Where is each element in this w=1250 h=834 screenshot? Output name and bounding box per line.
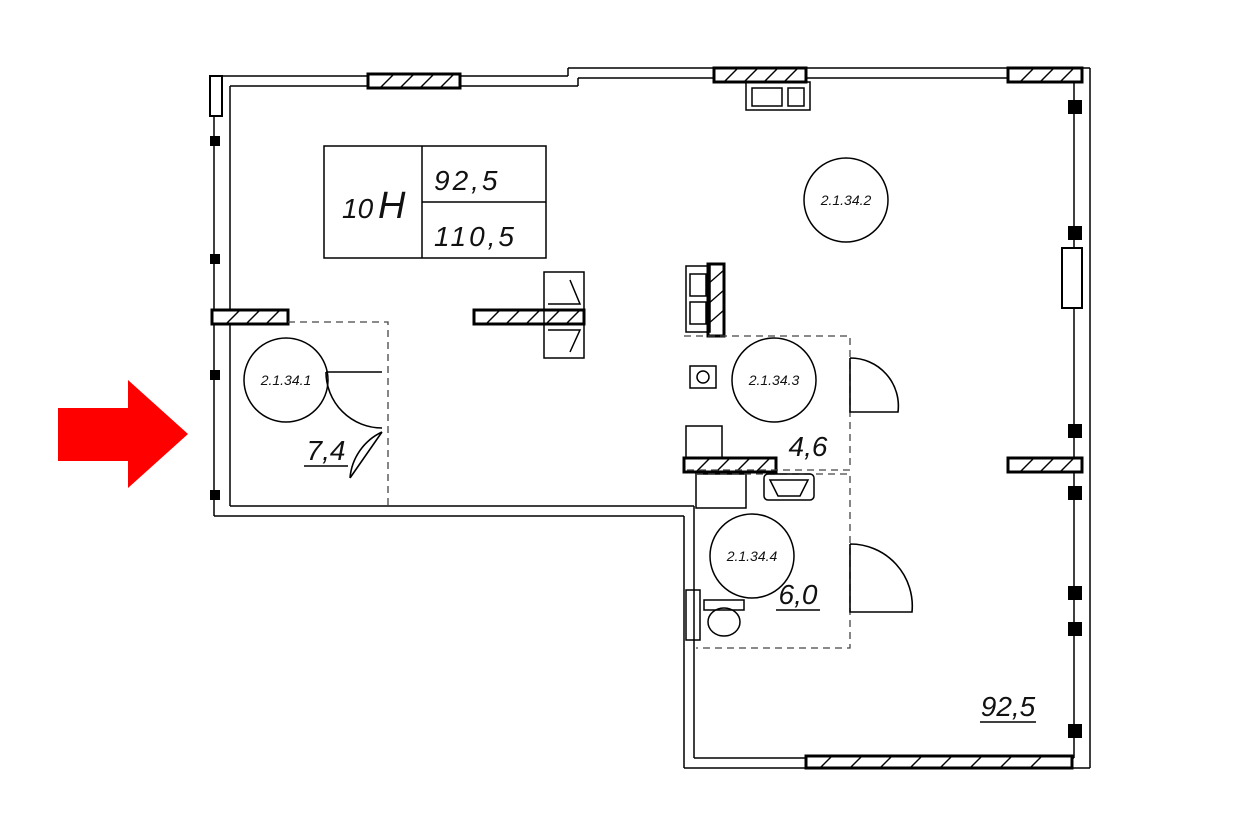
- living-area: 92,5: [434, 165, 501, 196]
- room-2-1-34-2: 2.1.34.2 92,5: [803, 157, 1036, 723]
- right-wall-posts: [1061, 100, 1083, 738]
- unit-number: 10: [342, 193, 374, 224]
- room-area: 6,0: [779, 579, 818, 610]
- room-2-1-34-3: 2.1.34.3 4,6: [731, 337, 828, 462]
- fixtures: [685, 365, 815, 641]
- left-wall-posts: [209, 75, 223, 500]
- sink-icon: [763, 473, 815, 501]
- room-2-1-34-1: 2.1.34.1 7,4: [243, 337, 348, 467]
- partition-lines: [288, 321, 851, 649]
- total-area: 110,5: [434, 221, 517, 252]
- room-area: 4,6: [789, 431, 828, 462]
- room-id: 2.1.34.2: [820, 192, 872, 208]
- door-swing-icon: [849, 357, 900, 413]
- entrance-arrow-icon: [58, 380, 188, 488]
- unit-letter: Н: [378, 185, 406, 227]
- room-id: 2.1.34.4: [726, 548, 778, 564]
- room-2-1-34-4: 2.1.34.4 6,0: [709, 513, 820, 611]
- structural-walls: [210, 66, 1084, 770]
- door-swing-icon: [849, 543, 914, 613]
- room-area: 92,5: [981, 691, 1036, 722]
- outer-walls: [213, 67, 1091, 769]
- sink-icon: [689, 365, 717, 389]
- door-swing-icon: [325, 371, 383, 429]
- doors: [325, 357, 914, 613]
- unit-info-table: 10 Н 92,5 110,5: [323, 145, 547, 259]
- room-id: 2.1.34.1: [260, 372, 312, 388]
- ventilation-shafts: [543, 81, 811, 509]
- room-id: 2.1.34.3: [748, 372, 800, 388]
- room-area: 7,4: [307, 435, 346, 466]
- toilet-icon: [703, 599, 745, 637]
